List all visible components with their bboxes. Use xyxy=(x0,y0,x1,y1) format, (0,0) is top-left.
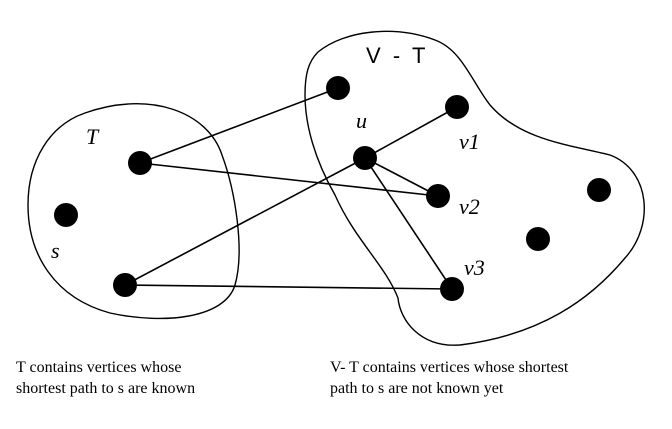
vertex-right1 xyxy=(587,178,611,202)
region-t-boundary xyxy=(27,103,240,320)
caption-right-line2: path to s are not known yet xyxy=(330,380,504,397)
edges xyxy=(124,87,458,290)
caption-right: V- T contains vertices whose shortest pa… xyxy=(330,357,650,399)
caption-left-line1: T contains vertices whose xyxy=(16,359,182,376)
vertices xyxy=(54,76,611,301)
region-vt-boundary xyxy=(304,30,645,346)
edge-u-v2 xyxy=(364,157,439,197)
edge-t1-v2 xyxy=(139,162,439,197)
vertex-v3-label: v3 xyxy=(464,255,485,280)
vertex-top xyxy=(326,76,350,100)
region-t-label: T xyxy=(86,124,100,149)
edge-t2-v3 xyxy=(124,284,453,290)
edge-t2-u xyxy=(124,157,366,286)
edge-t1-top xyxy=(139,87,339,164)
vertex-u xyxy=(353,146,377,170)
vertex-right2 xyxy=(526,227,550,251)
caption-left: T contains vertices whose shortest path … xyxy=(16,357,276,399)
edge-u-v3 xyxy=(364,157,453,290)
vertex-u-label: u xyxy=(356,108,367,133)
vertex-v2 xyxy=(426,184,450,208)
vertex-s xyxy=(54,203,78,227)
region-vt-label: V - T xyxy=(366,43,426,68)
vertex-v1-label: v1 xyxy=(459,129,480,154)
caption-left-line2: shortest path to s are known xyxy=(16,380,196,397)
vertex-v3 xyxy=(440,277,464,301)
vertex-s-label: s xyxy=(51,238,60,263)
vertex-v2-label: v2 xyxy=(459,194,480,219)
caption-right-line1: V- T contains vertices whose shortest xyxy=(330,359,569,376)
vertex-v1 xyxy=(445,95,469,119)
vertex-t2 xyxy=(113,273,137,297)
vertex-t1 xyxy=(128,151,152,175)
edge-u-v1 xyxy=(364,106,458,159)
